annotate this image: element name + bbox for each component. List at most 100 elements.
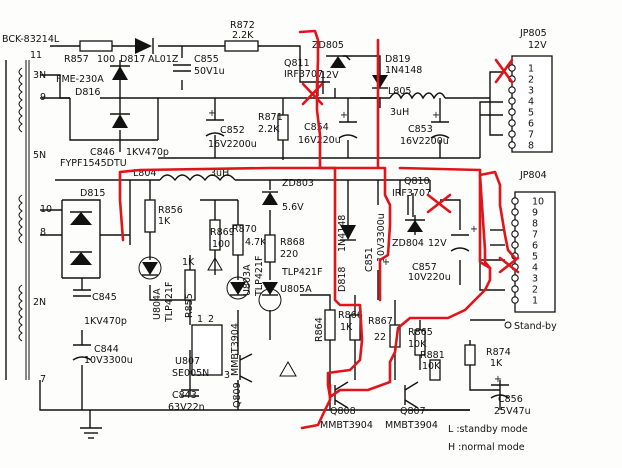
u804a-optocoupler: U804A TLP421F — [138, 256, 175, 323]
d815-diode-bridge: D815 — [70, 188, 105, 265]
svg-text:C852: C852 — [220, 125, 245, 136]
svg-text:1N4148: 1N4148 — [385, 65, 422, 76]
jp805-pin-label: 2 — [528, 75, 534, 86]
svg-text:10K: 10K — [422, 361, 441, 372]
svg-text:1K: 1K — [182, 257, 195, 268]
svg-text:1K: 1K — [158, 216, 171, 227]
jp805-pin-label: 1 — [528, 64, 534, 75]
svg-text:220: 220 — [280, 249, 298, 260]
svg-text:10V220u: 10V220u — [408, 272, 451, 283]
zd805-zener: ZD805 12V — [312, 40, 351, 81]
svg-text:12V: 12V — [320, 70, 339, 81]
c851: C851 10V3300u + — [364, 213, 390, 272]
svg-text:2.2K: 2.2K — [232, 30, 254, 41]
jp804-pin-10 — [511, 197, 519, 205]
svg-text:Q808: Q808 — [330, 406, 356, 417]
r857: R857 100 — [64, 40, 115, 65]
jp805-pin-label: 6 — [528, 119, 534, 130]
pin-10: 10 — [40, 204, 52, 215]
u805a-type: TLP421F — [281, 267, 322, 278]
svg-text:1K: 1K — [340, 322, 353, 333]
svg-text:IRF3707: IRF3707 — [392, 188, 431, 199]
pin-2N: 2N — [33, 297, 46, 308]
jp805-pin-7 — [508, 130, 516, 138]
svg-text:Q810: Q810 — [404, 176, 430, 187]
svg-text:+: + — [494, 374, 502, 385]
red-trace-bracket — [333, 38, 392, 302]
svg-text:4.7K: 4.7K — [245, 237, 267, 248]
jp804-pin-9 — [511, 208, 519, 216]
pin-7: 7 — [40, 374, 46, 385]
svg-text:SE005N: SE005N — [172, 368, 209, 379]
svg-text:12V: 12V — [428, 238, 447, 249]
u805a-optocoupler — [258, 282, 282, 312]
pin-3N: 3N — [33, 70, 46, 81]
svg-text:D817: D817 — [120, 54, 145, 65]
legend-low: L :standby mode — [448, 424, 528, 435]
svg-text:1KV470p: 1KV470p — [126, 147, 169, 158]
r856: R856 1K — [144, 199, 183, 233]
svg-text:U807: U807 — [175, 356, 200, 367]
svg-text:3: 3 — [224, 370, 230, 381]
svg-text:C855: C855 — [194, 54, 219, 65]
jp805-pin-label: 7 — [528, 130, 534, 141]
u807-ic: 1 2 3 U807 SE005N — [172, 314, 230, 381]
red-x-q810 — [426, 193, 452, 214]
l805-inductor: L805 3uH — [388, 86, 446, 118]
svg-text:16V2200u: 16V2200u — [400, 136, 449, 147]
svg-text:C846: C846 — [90, 147, 115, 158]
jp805-pin-6 — [508, 119, 516, 127]
svg-text:2.2K: 2.2K — [258, 124, 280, 135]
svg-text:R857: R857 — [64, 54, 89, 65]
svg-text:C857: C857 — [412, 262, 437, 273]
red-trace-q810 — [398, 166, 482, 172]
d818-diode: D818 1N4148 — [337, 215, 356, 292]
svg-text:U803A: U803A — [242, 264, 253, 296]
r865: R865 10K — [408, 327, 433, 356]
jp804-pin-label: 6 — [532, 241, 538, 252]
svg-text:12V: 12V — [528, 40, 547, 51]
svg-text:5.6V: 5.6V — [282, 202, 304, 213]
jp805-pin-label: 4 — [528, 97, 534, 108]
c857: + C857 10V220u — [408, 224, 478, 283]
zd804-zener: ZD804 12V — [392, 219, 447, 249]
svg-text:R868: R868 — [280, 237, 305, 248]
svg-text:TLP421F: TLP421F — [164, 282, 175, 323]
svg-text:R866: R866 — [338, 310, 363, 321]
svg-text:IRF3707: IRF3707 — [284, 69, 323, 80]
svg-text:3uH: 3uH — [390, 107, 409, 118]
c846: C846 1KV470p — [90, 140, 169, 158]
svg-text:C854: C854 — [304, 122, 329, 133]
l804-inductor: L804 3uH — [133, 168, 236, 182]
svg-text:C844: C844 — [94, 344, 119, 355]
svg-text:MMBT3904: MMBT3904 — [320, 420, 373, 431]
jp805-pin-3 — [508, 86, 516, 94]
svg-text:MMBT3904: MMBT3904 — [230, 323, 241, 376]
svg-text:L804: L804 — [133, 168, 156, 179]
pin-5N: 5N — [33, 150, 46, 161]
q809-transistor: Q809 MMBT3904 — [230, 323, 253, 408]
svg-text:D816: D816 — [75, 87, 100, 98]
svg-text:1K: 1K — [490, 358, 503, 369]
jp804-pin-1 — [511, 296, 519, 304]
q807-transistor: Q807 MMBT3904 — [385, 381, 438, 431]
svg-text:D815: D815 — [80, 188, 105, 199]
svg-text:U804A: U804A — [152, 288, 163, 320]
svg-text:R874: R874 — [486, 347, 511, 358]
jp804-pin-2 — [511, 285, 519, 293]
c855: C855 50V1u — [173, 54, 225, 77]
circuit-wires — [5, 45, 505, 439]
fypf-label: FYPF1545DTU — [60, 158, 127, 169]
svg-text:1KV470p: 1KV470p — [84, 316, 127, 327]
svg-text:1N4148: 1N4148 — [337, 215, 348, 252]
r869: R869 100 — [209, 219, 235, 251]
c852: + C852 16V2200u — [205, 108, 257, 150]
jp804-pin-label: 8 — [532, 219, 538, 230]
jp805-pin-label: 5 — [528, 108, 534, 119]
svg-text:ZD804: ZD804 — [392, 238, 424, 249]
standby-label: Stand-by — [514, 321, 557, 332]
svg-text:R871: R871 — [258, 112, 283, 123]
c844: C844 10V3300u — [72, 344, 133, 366]
red-trace-main — [118, 166, 517, 399]
